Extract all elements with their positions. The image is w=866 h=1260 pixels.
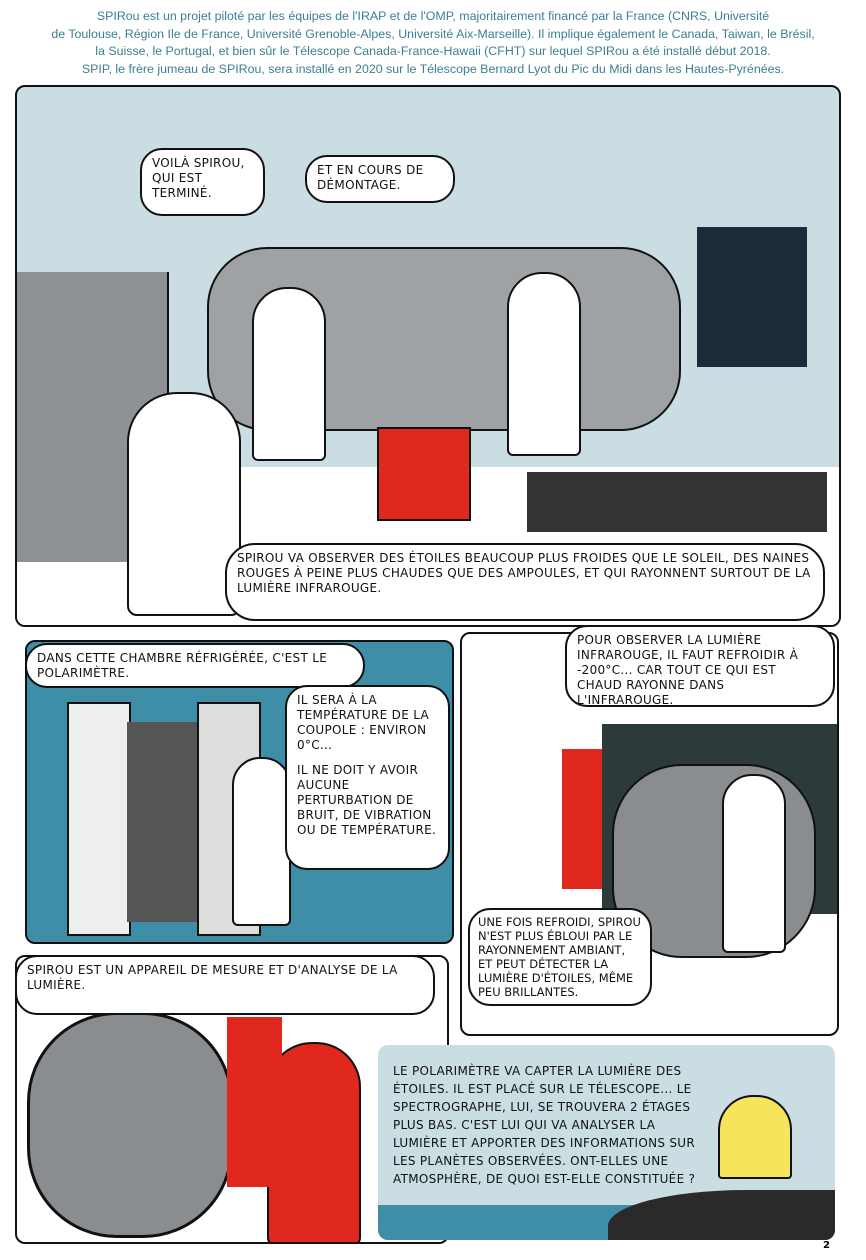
- intro-text: SPIRou est un projet piloté par les équi…: [20, 8, 846, 78]
- bubble-text: Il ne doit y avoir aucune perturbation d…: [297, 763, 437, 837]
- instrument-ring: [27, 1012, 233, 1238]
- technician-figure: [232, 757, 291, 926]
- speech-bubble: Dans cette chambre réfrigérée, c'est le …: [25, 643, 365, 688]
- cold-room-door: [67, 702, 131, 936]
- intro-line: la Suisse, le Portugal, et bien sûr le T…: [95, 44, 771, 58]
- narration-caption: Le polarimètre va capter la lumière des …: [393, 1064, 696, 1186]
- technician-figure: [507, 272, 581, 456]
- speech-bubble: Il sera à la température de la coupole :…: [285, 685, 450, 870]
- telescope-dome: [718, 1095, 792, 1179]
- page-number: 2: [823, 1240, 830, 1251]
- red-technician: [562, 749, 602, 889]
- red-cart: [377, 427, 471, 521]
- red-scientist: [267, 1042, 361, 1242]
- speech-bubble: Et en cours de démontage.: [305, 155, 455, 203]
- speech-bubble: Une fois refroidi, SPIRou n'est plus ébl…: [468, 908, 652, 1006]
- intro-line: de Toulouse, Région Ile de France, Unive…: [51, 26, 815, 41]
- speech-bubble: SPIRou est un appareil de mesure et d'an…: [15, 955, 435, 1015]
- dark-window: [697, 227, 807, 367]
- speech-bubble: Pour observer la lumière infrarouge, il …: [565, 625, 835, 707]
- technician-figure: [127, 392, 241, 616]
- dark-hill: [608, 1190, 835, 1240]
- bubble-text: Il sera à la température de la coupole :…: [297, 693, 429, 752]
- panel-observatory: [378, 1045, 835, 1240]
- speech-bubble: SPIRou va observer des étoiles beaucoup …: [225, 543, 825, 621]
- speech-bubble: Voilà SPIRou, qui est terminé.: [140, 148, 265, 216]
- intro-line: SPIP, le frère jumeau de SPIRou, sera in…: [81, 61, 785, 76]
- intro-line: SPIRou est un projet piloté par les équi…: [96, 9, 770, 23]
- technician-figure: [252, 287, 326, 461]
- desk: [527, 472, 827, 532]
- technician-figure: [722, 774, 786, 953]
- red-scientist: [227, 1017, 282, 1187]
